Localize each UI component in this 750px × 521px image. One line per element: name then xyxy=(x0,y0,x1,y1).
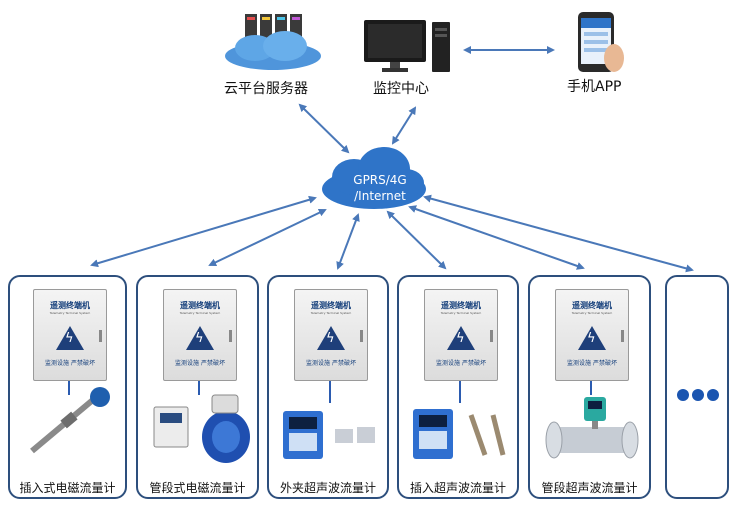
terminal-footer: 监测设施 严禁破坏 xyxy=(306,360,356,367)
signal-wire xyxy=(590,381,592,395)
signal-wire xyxy=(198,381,200,395)
network-label-line2: /Internet xyxy=(354,189,406,203)
lock-icon xyxy=(229,330,232,342)
lightning-icon: ϟ xyxy=(587,331,596,346)
cloud-server-label: 云平台服务器 xyxy=(224,81,308,97)
device-label: 管段超声波流量计 xyxy=(541,481,638,495)
server-cloud-icon xyxy=(215,12,330,72)
terminal-cabinet: 遥测终端机 Telemetry Terminal System ϟ 监测设施 严… xyxy=(555,289,629,381)
terminal-title: 遥测终端机 xyxy=(311,301,351,310)
terminal-title: 遥测终端机 xyxy=(50,301,90,310)
warning-icon xyxy=(56,326,84,350)
terminal-title: 遥测终端机 xyxy=(180,301,220,310)
terminal-footer: 监测设施 严禁破坏 xyxy=(175,360,225,367)
signal-wire xyxy=(68,381,70,395)
terminal-cabinet: 遥测终端机 Telemetry Terminal System ϟ 监测设施 严… xyxy=(33,289,107,381)
terminal-footer: 监测设施 严禁破坏 xyxy=(436,360,486,367)
terminal-title: 遥测终端机 xyxy=(441,301,481,310)
terminal-footer: 监测设施 严禁破坏 xyxy=(567,360,617,367)
lock-icon xyxy=(360,330,363,342)
device-label: 管段式电磁流量计 xyxy=(149,481,246,495)
warning-icon xyxy=(447,326,475,350)
arrow-device-2 xyxy=(208,208,327,267)
arrow-monitor-network xyxy=(391,106,417,145)
signal-wire xyxy=(329,381,331,403)
signal-wire xyxy=(459,381,461,403)
arrow-device-3 xyxy=(336,213,360,270)
more-devices-card xyxy=(665,275,729,499)
terminal-subtitle: Telemetry Terminal System xyxy=(49,311,91,315)
warning-icon xyxy=(578,326,606,350)
warning-icon xyxy=(317,326,345,350)
monitor-center-label: 监控中心 xyxy=(373,81,429,97)
smartphone-icon xyxy=(568,10,628,76)
insertion-electromagnetic-flowmeter-icon xyxy=(22,385,122,455)
lightning-icon: ϟ xyxy=(65,331,74,346)
lock-icon xyxy=(490,330,493,342)
terminal-subtitle: Telemetry Terminal System xyxy=(440,311,482,315)
terminal-title: 遥测终端机 xyxy=(572,301,612,310)
lightning-icon: ϟ xyxy=(326,331,335,346)
clamp-on-ultrasonic-flowmeter-icon xyxy=(279,407,383,463)
arrow-server-network xyxy=(298,103,350,154)
mobile-app-label: 手机APP xyxy=(567,79,622,95)
device-card-5: 遥测终端机 Telemetry Terminal System ϟ 监测设施 严… xyxy=(528,275,651,499)
device-label: 插入超声波流量计 xyxy=(409,481,506,495)
lock-icon xyxy=(621,330,624,342)
device-card-4: 遥测终端机 Telemetry Terminal System ϟ 监测设施 严… xyxy=(397,275,519,499)
terminal-cabinet: 遥测终端机 Telemetry Terminal System ϟ 监测设施 严… xyxy=(294,289,368,381)
terminal-subtitle: Telemetry Terminal System xyxy=(179,311,221,315)
network-cloud-icon xyxy=(318,143,430,213)
arrow-device-6 xyxy=(423,194,694,273)
terminal-cabinet: 遥测终端机 Telemetry Terminal System ϟ 监测设施 严… xyxy=(424,289,498,381)
lightning-icon: ϟ xyxy=(456,331,465,346)
desktop-computer-icon xyxy=(360,16,460,76)
terminal-cabinet: 遥测终端机 Telemetry Terminal System ϟ 监测设施 严… xyxy=(163,289,237,381)
device-card-2: 遥测终端机 Telemetry Terminal System ϟ 监测设施 严… xyxy=(136,275,259,499)
arrow-device-4 xyxy=(386,210,447,270)
terminal-subtitle: Telemetry Terminal System xyxy=(571,311,613,315)
network-label: GPRS/4G /Internet xyxy=(340,172,420,204)
device-label: 插入式电磁流量计 xyxy=(19,481,116,495)
device-card-1: 遥测终端机 Telemetry Terminal System ϟ 监测设施 严… xyxy=(8,275,127,499)
lightning-icon: ϟ xyxy=(195,331,204,346)
terminal-subtitle: Telemetry Terminal System xyxy=(310,311,352,315)
ellipsis-icon xyxy=(676,387,720,401)
device-card-3: 遥测终端机 Telemetry Terminal System ϟ 监测设施 严… xyxy=(267,275,389,499)
device-label: 外夹超声波流量计 xyxy=(279,481,376,495)
lock-icon xyxy=(99,330,102,342)
insertion-ultrasonic-flowmeter-icon xyxy=(409,407,513,463)
warning-icon xyxy=(186,326,214,350)
terminal-footer: 监测设施 严禁破坏 xyxy=(45,360,95,367)
network-label-line1: GPRS/4G xyxy=(353,173,407,187)
pipe-electromagnetic-flowmeter-icon xyxy=(150,389,254,469)
pipe-ultrasonic-flowmeter-icon xyxy=(542,393,646,469)
